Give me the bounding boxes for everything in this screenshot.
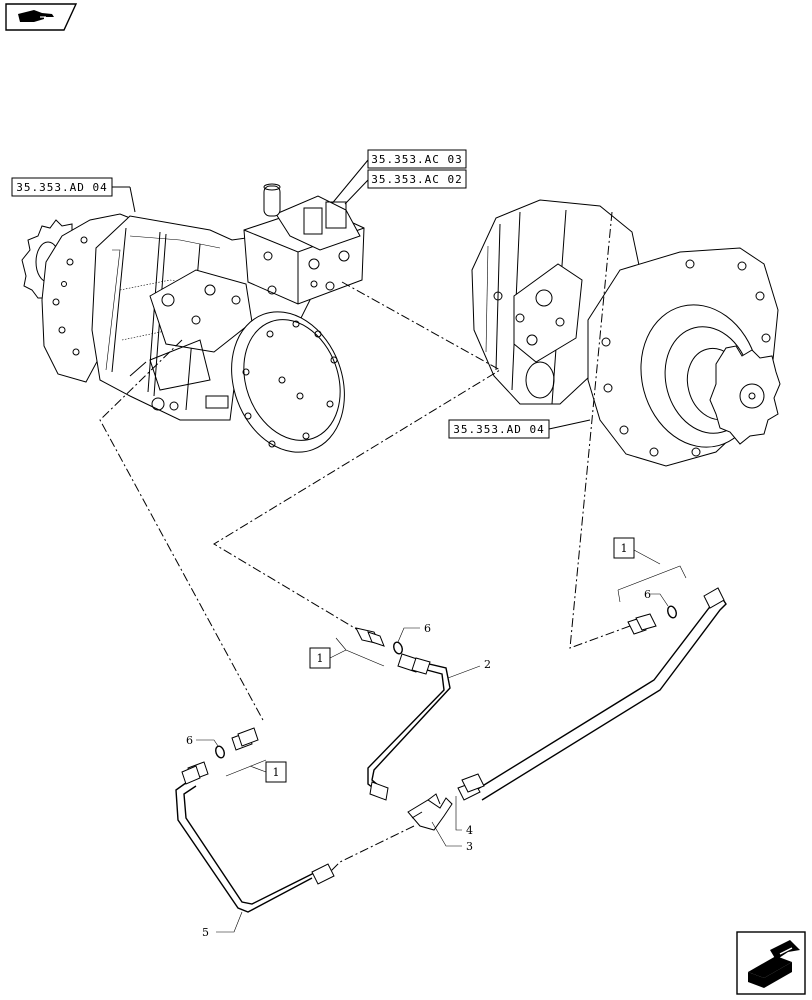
svg-text:35.353.AD 04: 35.353.AD 04 — [453, 423, 544, 436]
tube-fitting — [397, 653, 431, 675]
svg-text:6: 6 — [424, 622, 431, 635]
tube-fitting — [457, 773, 485, 801]
reference-valve-upper[interactable]: 35.353.AC 03 — [329, 149, 467, 207]
svg-text:35.353.AC 03: 35.353.AC 03 — [371, 153, 462, 166]
hand-pointing-icon[interactable] — [5, 3, 78, 31]
reference-motor-left[interactable]: 35.353.AD 04 — [11, 177, 136, 213]
tube-fitting — [703, 587, 725, 609]
tube-fitting — [369, 781, 389, 801]
drive-motor-left — [21, 183, 365, 453]
callout-5[interactable]: 5 — [202, 911, 243, 939]
kit-box-right[interactable]: 1 — [613, 537, 687, 603]
svg-text:1: 1 — [273, 766, 280, 779]
callout-6-left[interactable]: 6 — [186, 734, 219, 747]
callout-2[interactable]: 2 — [447, 658, 491, 679]
callout-3[interactable]: 3 — [431, 821, 473, 853]
svg-text:3: 3 — [466, 840, 473, 853]
tee-fitting — [407, 793, 453, 831]
o-ring — [215, 745, 225, 759]
callout-6-right[interactable]: 6 — [644, 588, 669, 607]
adapter-fitting — [231, 727, 259, 751]
callout-6-center[interactable]: 6 — [397, 622, 431, 643]
svg-text:1: 1 — [317, 652, 324, 665]
svg-text:4: 4 — [466, 824, 473, 837]
reference-valve-lower[interactable]: 35.353.AC 02 — [344, 169, 467, 205]
tube-fitting — [311, 863, 335, 885]
svg-text:35.353.AC 02: 35.353.AC 02 — [371, 173, 462, 186]
svg-text:6: 6 — [186, 734, 193, 747]
adapter-fitting — [627, 613, 657, 635]
forward-arrow-icon[interactable] — [736, 931, 806, 995]
o-ring — [393, 641, 403, 655]
callout-4[interactable]: 4 — [455, 796, 473, 837]
reference-motor-right[interactable]: 35.353.AD 04 — [448, 419, 591, 439]
kit-box-left[interactable]: 1 — [225, 759, 287, 783]
sprocket-right — [709, 345, 781, 445]
svg-text:5: 5 — [202, 926, 209, 939]
kit-box-center[interactable]: 1 — [309, 637, 385, 669]
svg-text:35.353.AD 04: 35.353.AD 04 — [16, 181, 107, 194]
tube-assembly — [175, 587, 727, 913]
o-ring — [667, 605, 677, 619]
svg-text:6: 6 — [644, 588, 651, 601]
drive-motor-right — [471, 199, 781, 467]
adapter-fitting — [355, 627, 385, 647]
svg-text:2: 2 — [484, 658, 491, 671]
tube-fitting — [181, 761, 209, 785]
svg-text:1: 1 — [621, 542, 628, 555]
